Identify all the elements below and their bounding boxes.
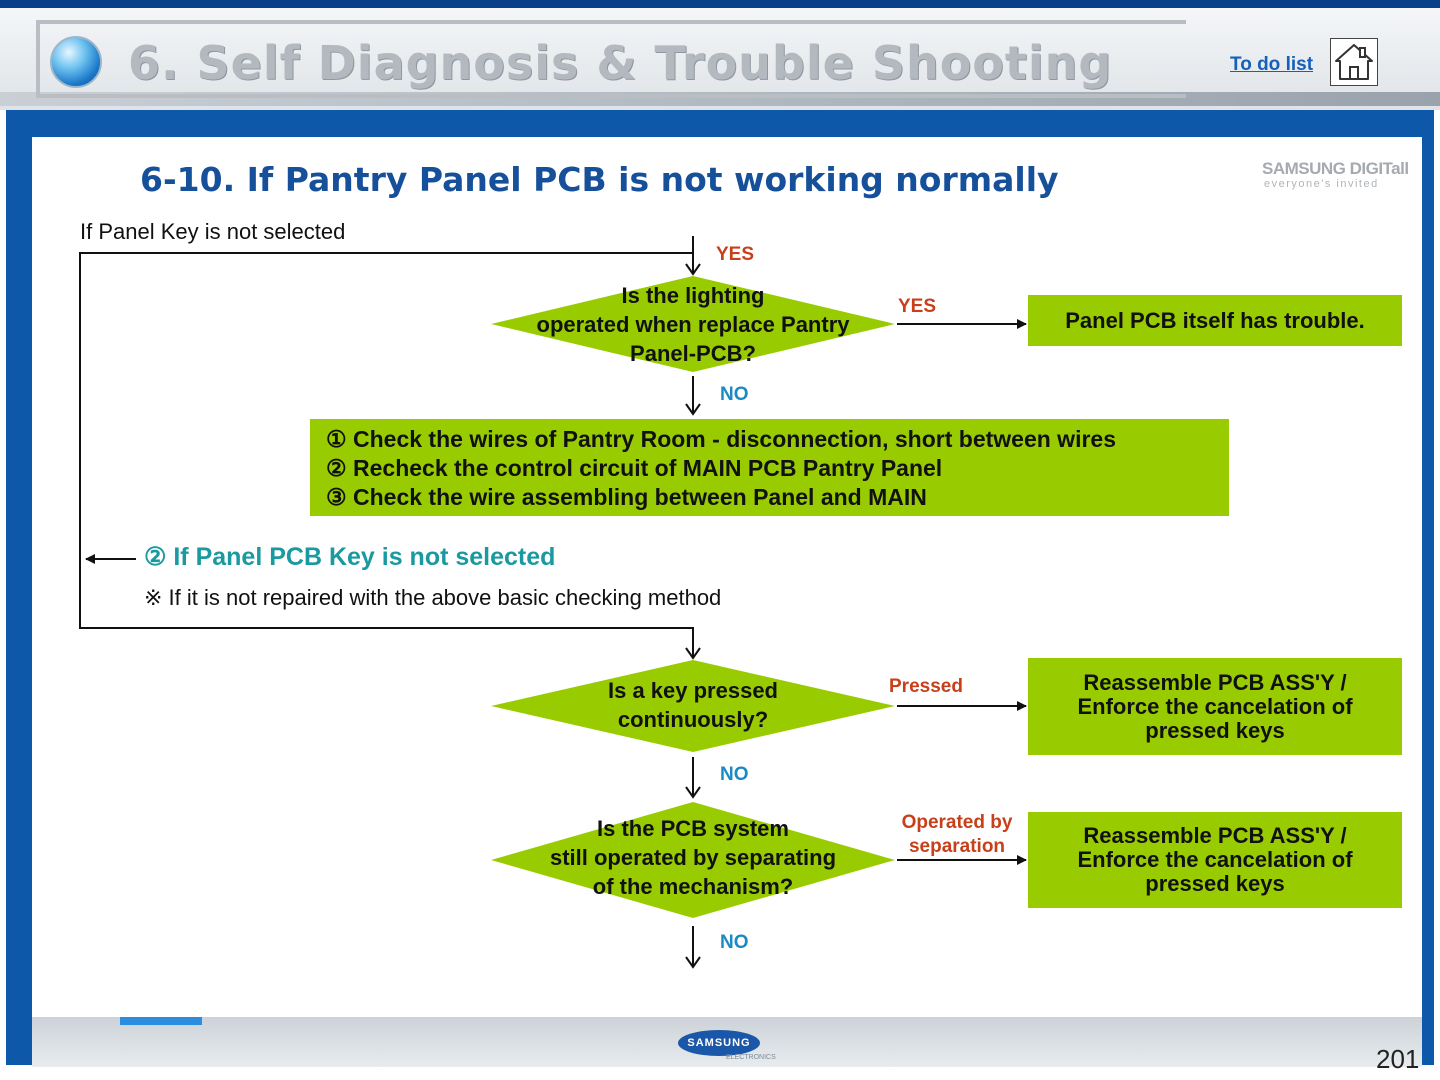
checklist-box: ① Check the wires of Pantry Room - disco… xyxy=(310,419,1229,516)
label-d3-no: NO xyxy=(720,932,749,953)
label-d1-no: NO xyxy=(720,384,749,405)
start-label: If Panel Key is not selected xyxy=(80,219,346,244)
result-reassemble-1: Reassemble PCB ASS'Y / Enforce the cance… xyxy=(1028,658,1402,755)
decision-1-shape xyxy=(491,276,895,372)
header-frame xyxy=(36,20,1186,98)
decision-2-shape xyxy=(491,660,895,752)
result-panel-trouble: Panel PCB itself has trouble. xyxy=(1028,295,1402,346)
connector-d1-no-head xyxy=(685,403,701,416)
todo-list-link[interactable]: To do list xyxy=(1230,54,1314,75)
brand-logo: SAMSUNG DIGITall xyxy=(1262,159,1409,178)
decision-3-text: Is the PCB system still operated by sepa… xyxy=(549,816,837,899)
footer-accent xyxy=(120,1017,202,1025)
connector-loop-head xyxy=(685,647,701,660)
decision-1-text: Is the lighting operated when replace Pa… xyxy=(536,283,850,366)
section-title: 6-10. If Pantry Panel PCB is not working… xyxy=(140,160,1059,199)
result-reassemble-2: Reassemble PCB ASS'Y / Enforce the cance… xyxy=(1028,812,1402,908)
top-strip xyxy=(0,0,1440,8)
globe-icon xyxy=(50,36,102,88)
label-d3-operated: Operated by separation xyxy=(901,812,1013,857)
loop-heading: ② If Panel PCB Key is not selected xyxy=(144,543,556,571)
page-number: 201 xyxy=(1376,1044,1420,1074)
label-d2-no: NO xyxy=(720,764,749,785)
samsung-logo-sub: ELECTRONICS xyxy=(726,1054,776,1061)
loop-note: ※ If it is not repaired with the above b… xyxy=(144,585,722,610)
connector-d3-no-head xyxy=(685,956,701,969)
label-yes-top: YES xyxy=(716,244,755,265)
check-item-3: ③ Check the wire assembling between Pane… xyxy=(326,484,927,510)
samsung-logo: SAMSUNG xyxy=(678,1030,760,1056)
page-title: 6. Self Diagnosis & Trouble Shooting xyxy=(128,36,1113,90)
label-d2-pressed: Pressed xyxy=(889,676,963,697)
home-icon xyxy=(1335,44,1373,80)
brand-tagline: everyone's invited xyxy=(1264,178,1379,190)
label-d1-yes: YES xyxy=(898,296,937,317)
connector-d2-no-head xyxy=(685,786,701,799)
connector-loop xyxy=(79,252,694,658)
home-button[interactable] xyxy=(1330,38,1378,86)
connector-entry-head xyxy=(685,263,701,276)
check-item-1: ① Check the wires of Pantry Room - disco… xyxy=(326,426,1116,452)
decision-3-shape xyxy=(491,802,895,918)
check-item-2: ② Recheck the control circuit of MAIN PC… xyxy=(326,455,943,481)
decision-2-text: Is a key pressed continuously? xyxy=(607,678,778,732)
